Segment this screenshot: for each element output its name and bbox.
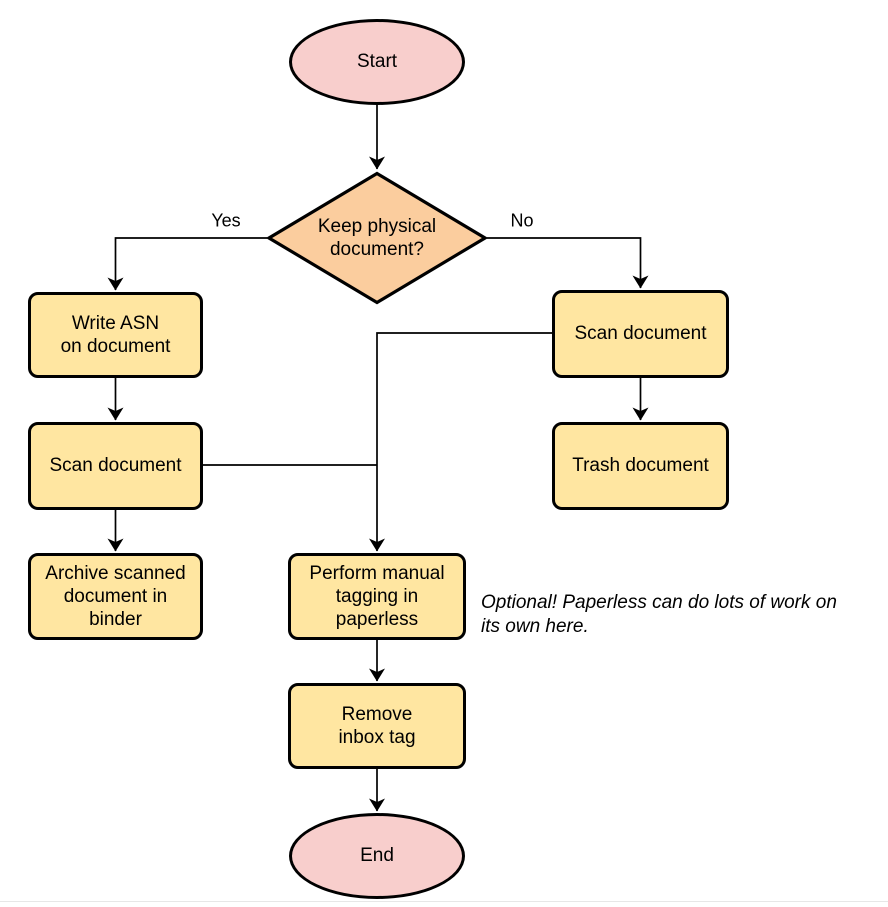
edge-label-no: No	[507, 210, 537, 232]
edge-label-yes: Yes	[208, 210, 244, 232]
node-scan-left-label: Scan document	[49, 455, 182, 477]
node-scan-document-right: Scan document	[552, 290, 729, 378]
node-end: End	[289, 813, 465, 899]
node-write-asn-label: Write ASN on document	[60, 312, 171, 357]
connector-decision-no-to-scan-right	[487, 237, 649, 289]
annotation-optional-note: Optional! Paperless can do lots of work …	[481, 592, 837, 637]
node-remove-inbox-tag: Remove inbox tag	[288, 683, 466, 769]
bottom-divider	[0, 901, 888, 902]
node-scan-right-label: Scan document	[574, 323, 707, 345]
node-remove-inbox-label: Remove inbox tag	[338, 703, 416, 748]
node-archive-label: Archive scanned document in binder	[45, 562, 186, 631]
node-decision-keep-physical-document: Keep physical document?	[266, 171, 488, 305]
node-trash-document: Trash document	[552, 422, 729, 510]
connector-scan-right-to-tagging	[369, 332, 552, 552]
connector-decision-yes-to-write-asn	[107, 237, 267, 291]
node-end-label: End	[360, 845, 394, 867]
node-scan-document-left: Scan document	[28, 422, 203, 510]
node-start: Start	[289, 19, 465, 105]
node-start-label: Start	[356, 51, 398, 73]
node-perform-manual-tagging: Perform manual tagging in paperless	[288, 553, 466, 640]
node-decision-label: Keep physical document?	[317, 215, 437, 260]
node-trash-label: Trash document	[572, 455, 709, 477]
node-write-asn-on-document: Write ASN on document	[28, 292, 203, 378]
diamond-shape	[266, 171, 488, 305]
node-tagging-label: Perform manual tagging in paperless	[309, 562, 445, 631]
node-archive-scanned-document: Archive scanned document in binder	[28, 553, 203, 640]
